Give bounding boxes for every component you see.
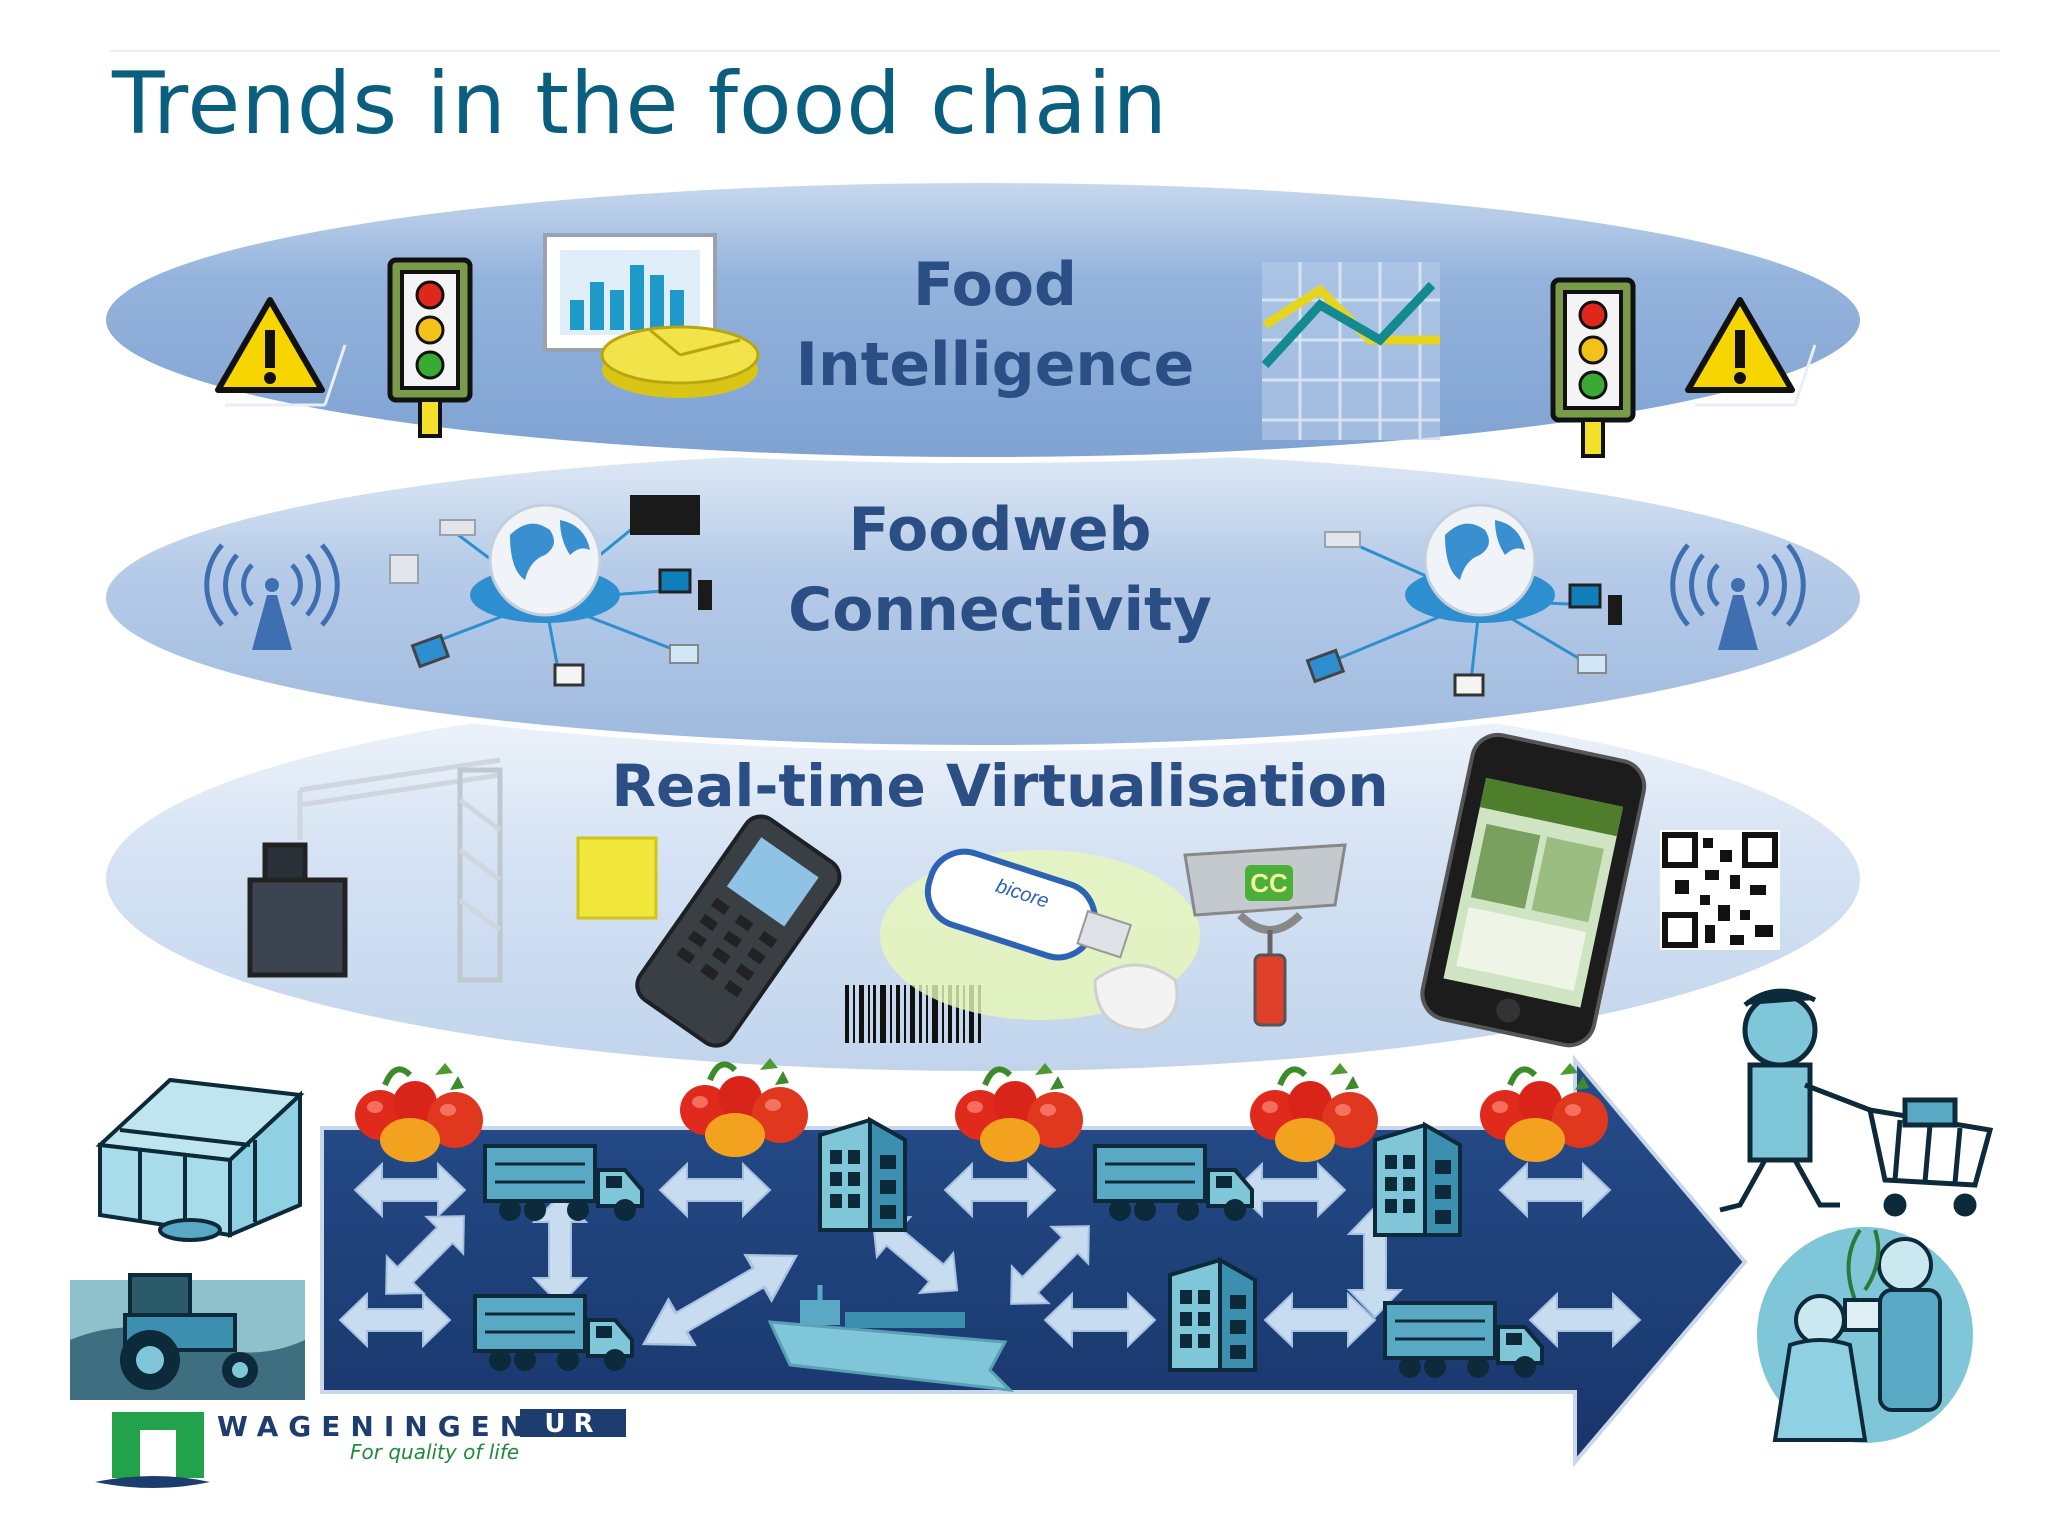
food-intelligence-label: Food Intelligence (780, 245, 1210, 405)
real-time-virtualisation-label: Real-time Virtualisation (611, 752, 1389, 820)
network-globe-icon (1305, 503, 1622, 697)
traffic-light-icon (1553, 280, 1633, 456)
greenhouse-icon (95, 1077, 305, 1242)
crate-badge-text: CC (1250, 868, 1288, 898)
logo-wordmark: WAGENINGEN (217, 1410, 534, 1443)
title-rule (110, 50, 2000, 52)
qr-code-icon (1660, 830, 1780, 950)
handheld-scanner-icon (635, 814, 842, 1048)
wageningen-logo-icon (95, 1412, 210, 1488)
warehouse-building-icon (1168, 1258, 1257, 1372)
crate-scale-icon: CC (1183, 843, 1347, 1027)
consumers-with-plant-icon (1757, 1227, 1973, 1443)
barcode-icon (845, 985, 981, 1043)
foodweb-connectivity-line1: Foodweb (848, 495, 1152, 565)
dashboard-chart-icon (543, 233, 760, 398)
logo-ur-badge: UR (520, 1409, 626, 1439)
rfid-tag-icon (576, 836, 658, 920)
usb-sensor-icon: bicore (880, 848, 1200, 1032)
trend-line-chart-icon (1261, 262, 1440, 440)
foodweb-connectivity-label: Foodweb Connectivity (770, 490, 1230, 650)
tractor-icon (70, 1273, 305, 1400)
network-globe-icon (389, 495, 712, 687)
warehouse-building-icon (818, 1118, 907, 1232)
food-intelligence-line2: Intelligence (795, 330, 1195, 400)
slide-title: Trends in the food chain (112, 54, 1169, 154)
shopper-with-cart-icon (1719, 988, 1994, 1217)
logo-tagline: For quality of life (350, 1440, 520, 1464)
rfid-gate-icon (247, 757, 503, 983)
warehouse-building-icon (1373, 1123, 1462, 1237)
foodweb-connectivity-line2: Connectivity (788, 575, 1212, 645)
food-intelligence-line1: Food (913, 250, 1077, 320)
smartphone-icon (1420, 732, 1647, 1048)
cargo-ship-icon (767, 1285, 1015, 1392)
